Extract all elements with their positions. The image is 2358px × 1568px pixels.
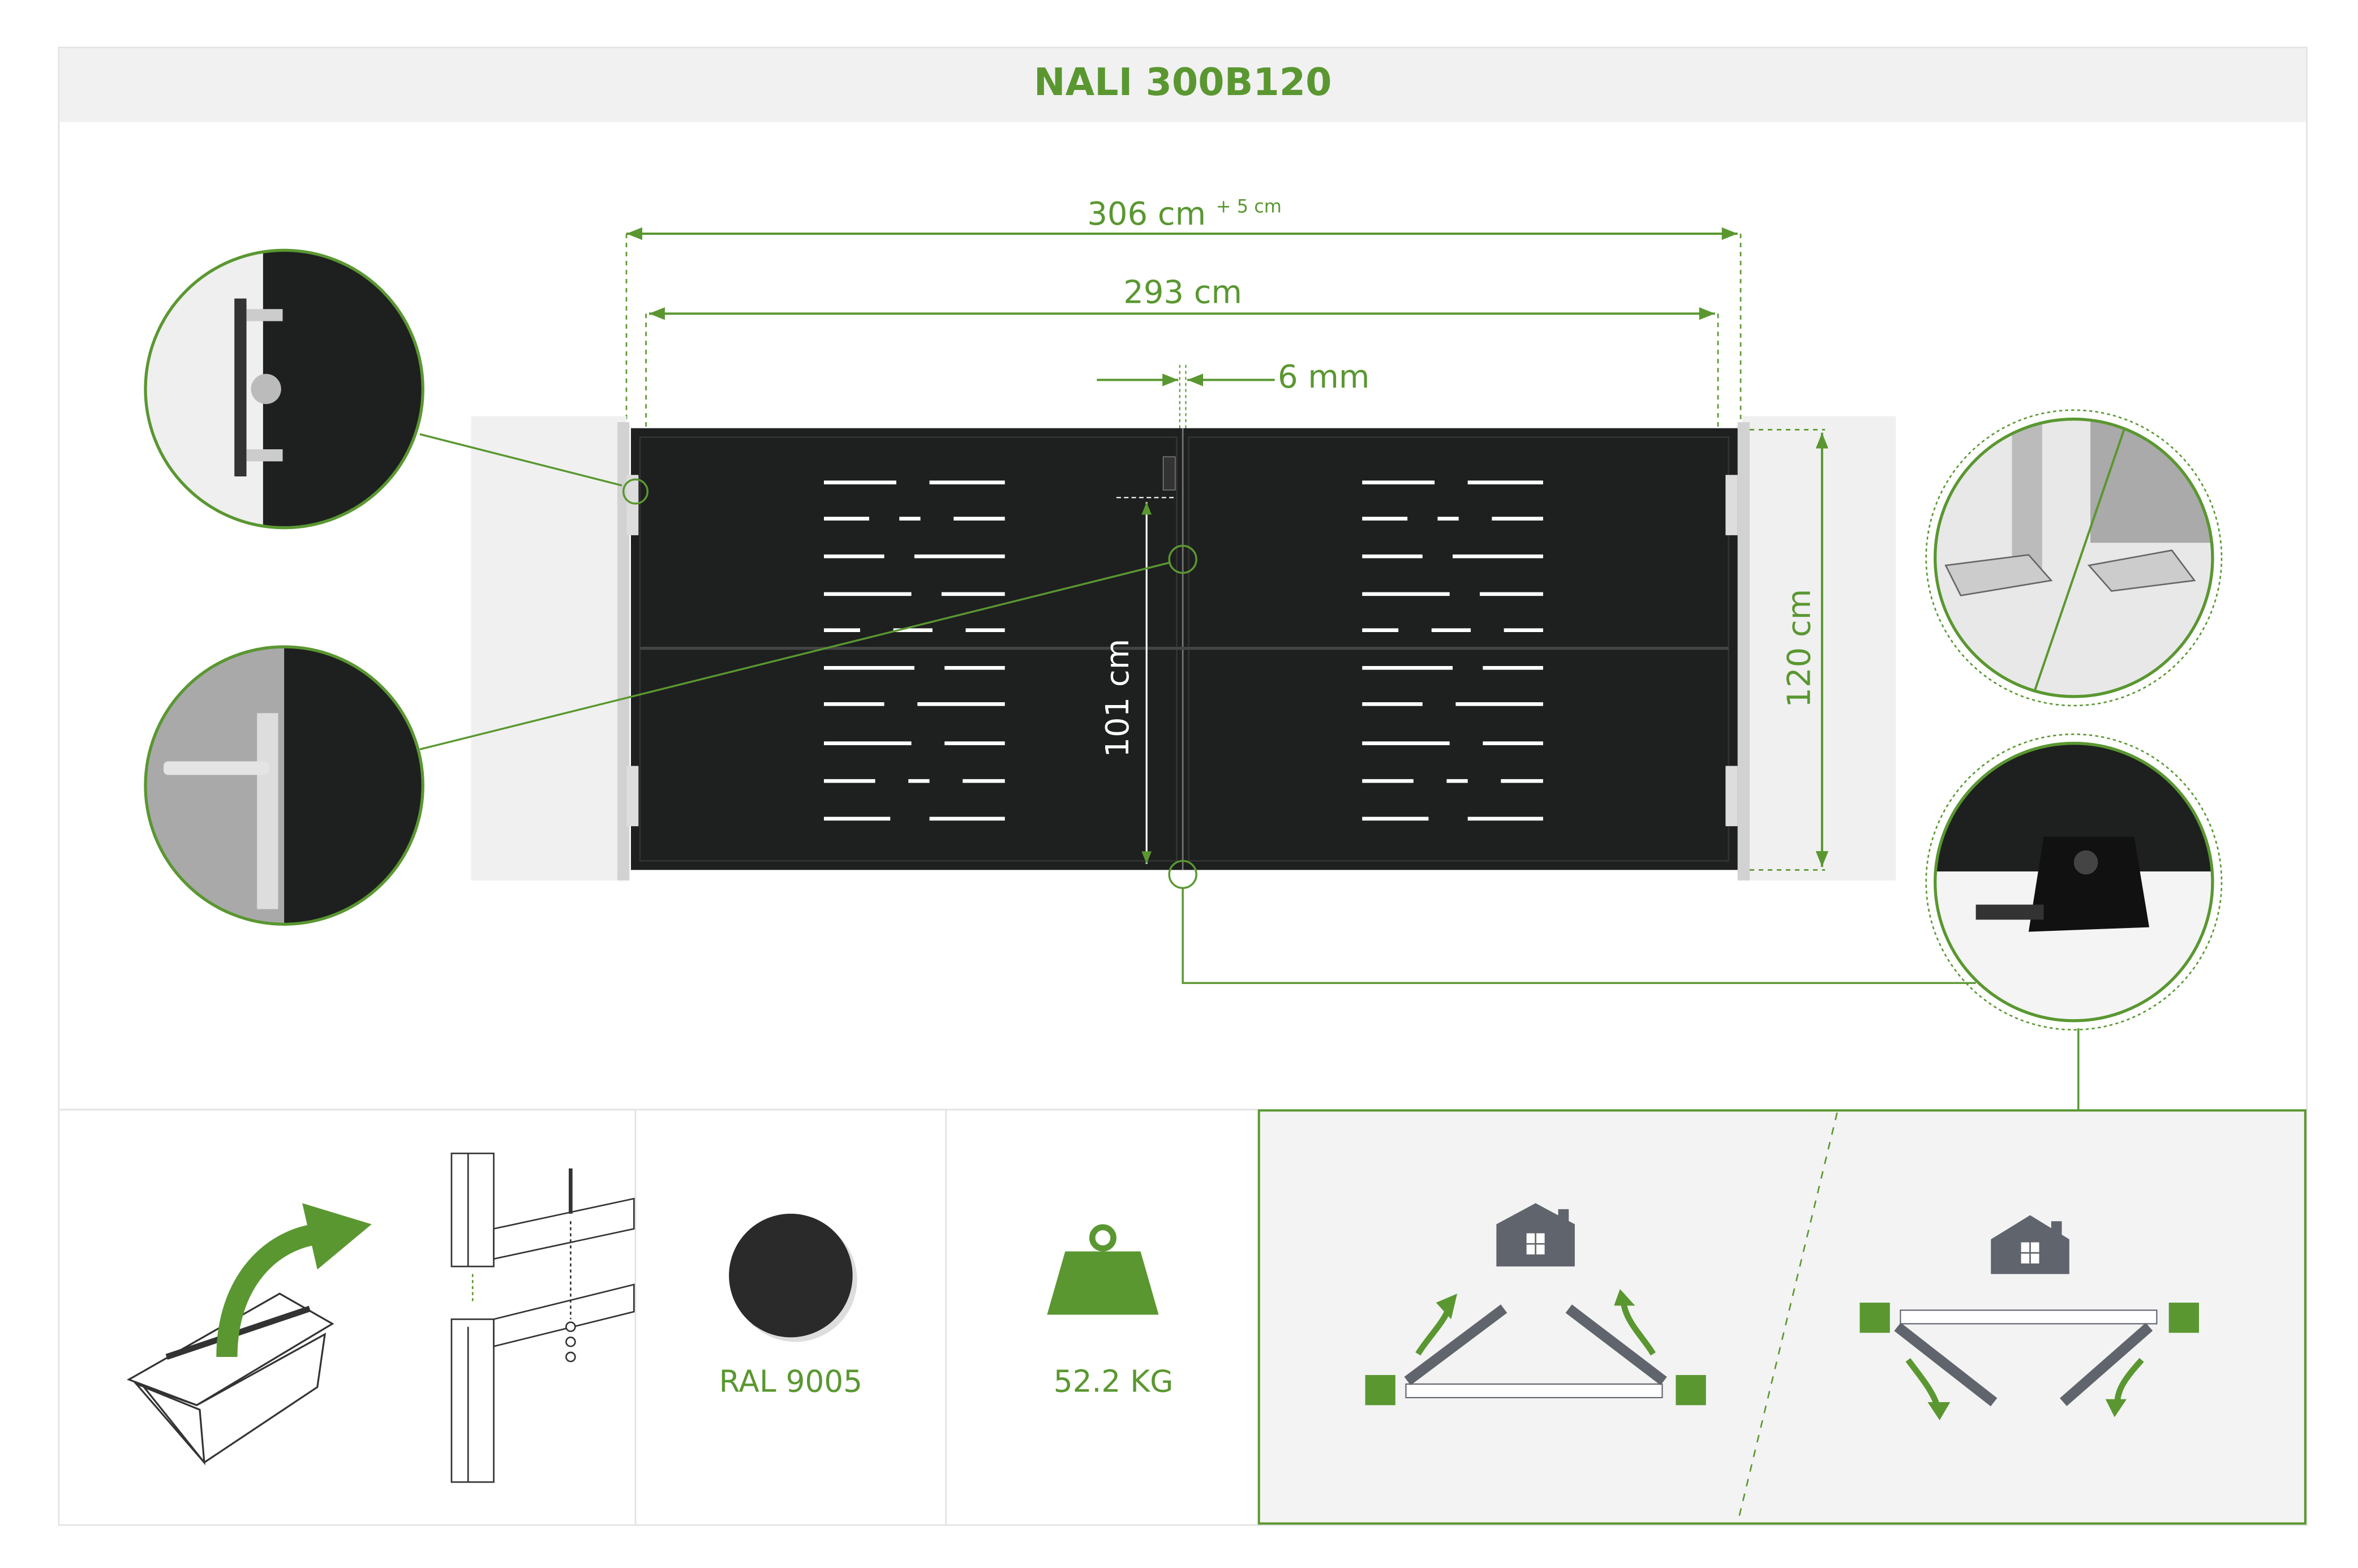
weight-icon bbox=[1047, 1224, 1159, 1315]
total-height-label: 120 cm bbox=[1781, 589, 1818, 708]
dimension-leaf-height: 101 cm bbox=[1099, 502, 1152, 864]
packaging-icon bbox=[126, 1203, 372, 1466]
dimension-gate-width: 293 cm bbox=[645, 274, 1719, 428]
dimension-gap: 6 mm bbox=[1097, 359, 1369, 453]
color-swatch bbox=[729, 1213, 857, 1342]
gate-width-label: 293 cm bbox=[1123, 274, 1242, 311]
house-icon bbox=[1991, 1215, 2069, 1274]
gap-label: 6 mm bbox=[1278, 359, 1369, 396]
callout-lines bbox=[419, 433, 2080, 1110]
color-label: RAL 9005 bbox=[719, 1364, 862, 1399]
overall-width-label: 306 cm bbox=[1087, 196, 1206, 233]
right-wall bbox=[1742, 416, 1896, 881]
overall-tolerance-label: + 5 cm bbox=[1216, 196, 1282, 217]
product-title: NALI 300B120 bbox=[1034, 60, 1332, 104]
dimension-total-height: 120 cm bbox=[1749, 429, 1829, 871]
assembly-icon bbox=[450, 1152, 635, 1483]
dimension-overall-width: 306 cm + 5 cm bbox=[625, 196, 1742, 428]
right-post bbox=[1737, 422, 1750, 881]
left-wall bbox=[471, 416, 626, 881]
ground-plate-detail-circle bbox=[1925, 409, 2223, 707]
outward-opening-icon bbox=[1859, 1215, 2199, 1420]
weight-label: 52.2 KG bbox=[1054, 1364, 1174, 1399]
header-band bbox=[59, 48, 2307, 122]
house-icon bbox=[1496, 1203, 1575, 1267]
leaf-height-label: 101 cm bbox=[1099, 639, 1136, 758]
inward-opening-icon bbox=[1365, 1203, 1706, 1406]
hinge-detail-circle bbox=[144, 248, 424, 530]
gate bbox=[626, 428, 1738, 870]
left-post bbox=[617, 422, 630, 881]
